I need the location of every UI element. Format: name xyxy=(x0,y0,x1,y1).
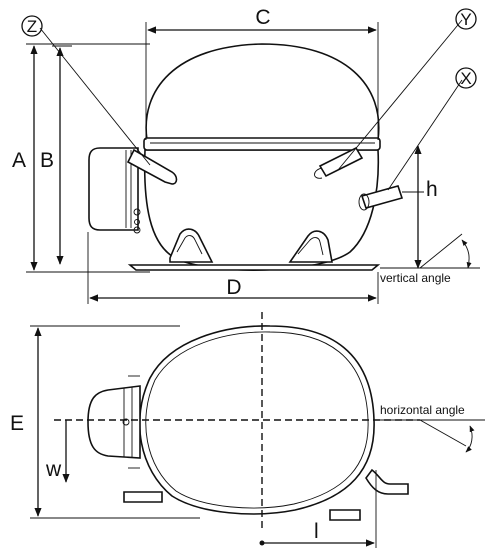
callout-x: X xyxy=(455,67,477,89)
horizontal-angle-label: horizontal angle xyxy=(380,403,465,417)
svg-text:X: X xyxy=(460,69,471,88)
foot-right xyxy=(288,230,333,263)
callout-z: Z xyxy=(21,15,43,37)
tube-z xyxy=(126,148,178,185)
dim-l-label: l xyxy=(314,520,319,543)
tube-y-top xyxy=(329,509,361,521)
svg-text:Y: Y xyxy=(460,10,471,29)
svg-text:Z: Z xyxy=(27,17,37,36)
callout-y: Y xyxy=(455,8,477,30)
compressor-seam xyxy=(143,137,381,151)
compressor-dome xyxy=(145,43,380,141)
tube-x-top xyxy=(365,468,409,495)
dim-d-label: D xyxy=(226,276,241,299)
terminal-box-top xyxy=(87,385,141,459)
dim-w-label: w xyxy=(45,458,62,481)
base-plate xyxy=(127,264,381,271)
dim-b-label: B xyxy=(40,149,54,172)
dim-a-label: A xyxy=(12,149,26,172)
vertical-angle-label: vertical angle xyxy=(380,271,451,285)
dim-e-label: E xyxy=(10,412,24,435)
top-view: E w l horizontal angle xyxy=(10,312,485,548)
tube-x xyxy=(360,185,404,209)
side-view: Z Y X A B C D h xyxy=(12,6,480,304)
tube-z-top xyxy=(123,491,163,503)
tube-y xyxy=(318,146,364,178)
dim-c-label: C xyxy=(255,6,270,29)
dim-h-label: h xyxy=(426,178,438,201)
